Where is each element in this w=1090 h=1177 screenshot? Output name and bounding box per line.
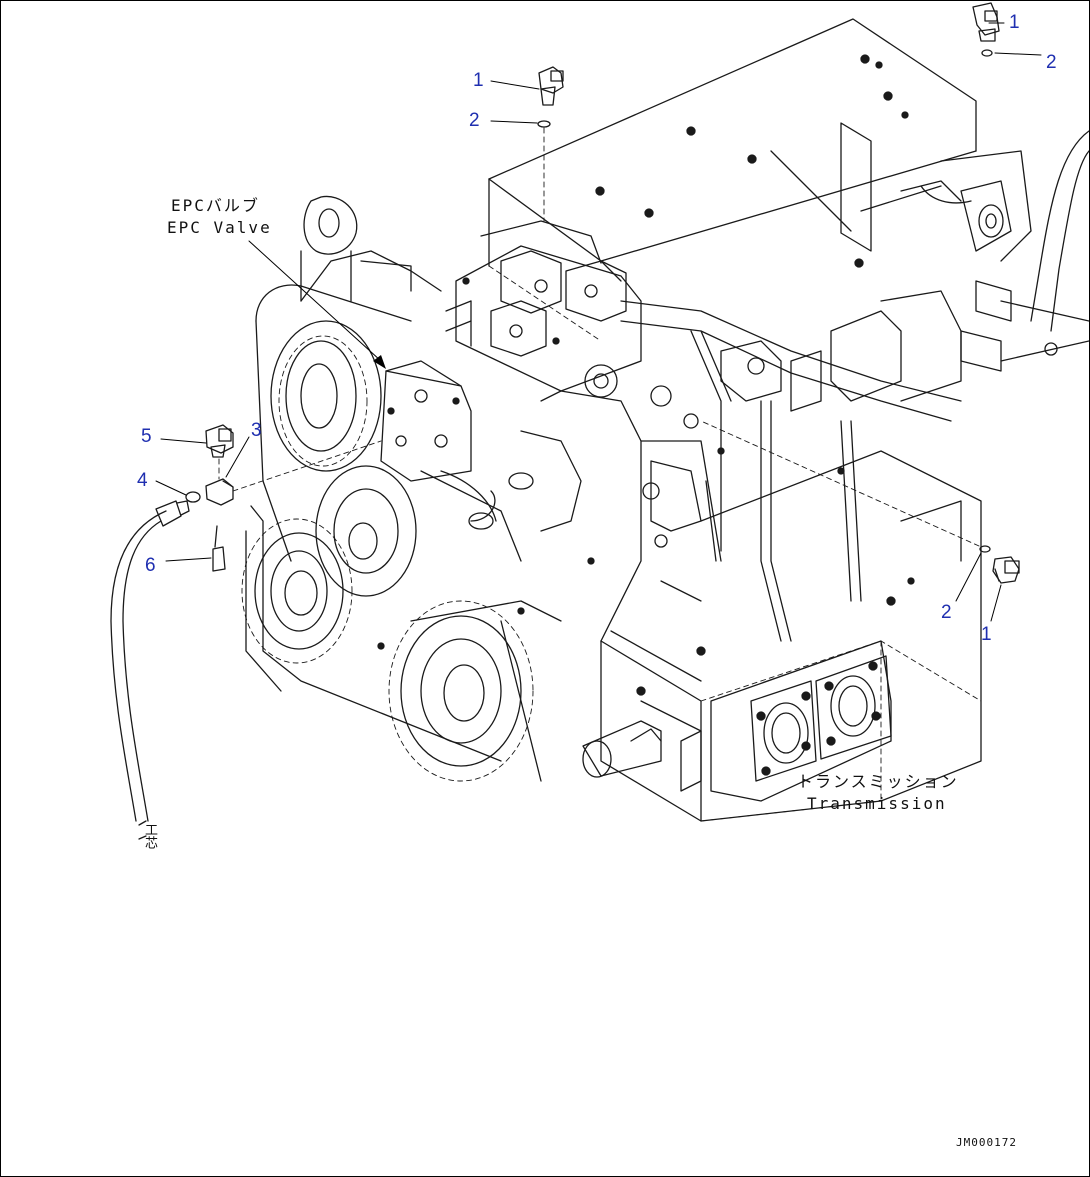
main-casing <box>255 195 582 597</box>
sensor-top-right <box>972 2 1000 57</box>
callout-1-top-center: 1 <box>473 70 484 91</box>
callout-4: 4 <box>137 470 148 491</box>
epc-fittings <box>185 424 382 572</box>
transmission-label-jp: トランスミッション <box>797 772 959 791</box>
epc-valve-label-en: EPC Valve <box>167 218 272 237</box>
center-body <box>540 385 845 822</box>
upper-housing <box>488 18 977 342</box>
callout-6: 6 <box>145 555 156 576</box>
harness-run <box>600 290 962 702</box>
callout-2-top-center: 2 <box>469 110 480 131</box>
callout-2-top-right: 2 <box>1046 52 1057 73</box>
leaders <box>155 22 1042 622</box>
callout-1-top-right: 1 <box>1009 12 1020 33</box>
transmission-label-en: Transmission <box>807 794 947 813</box>
callout-5: 5 <box>141 426 152 447</box>
sensor-top-center <box>537 66 564 222</box>
callout-1-right: 1 <box>981 624 992 645</box>
lower-casing <box>241 505 562 782</box>
callout-2-right: 2 <box>941 602 952 623</box>
epc-valve-label-jp: EPCバルブ <box>171 196 260 215</box>
right-piping <box>860 130 1089 372</box>
sensor-right <box>700 420 1020 584</box>
hose-label: 工芯 <box>141 823 157 849</box>
gearbox-flange <box>582 450 982 822</box>
drawing-code: JM000172 <box>956 1136 1017 1149</box>
hose <box>110 500 190 840</box>
callout-3: 3 <box>251 420 262 441</box>
valve-bank <box>445 220 642 398</box>
